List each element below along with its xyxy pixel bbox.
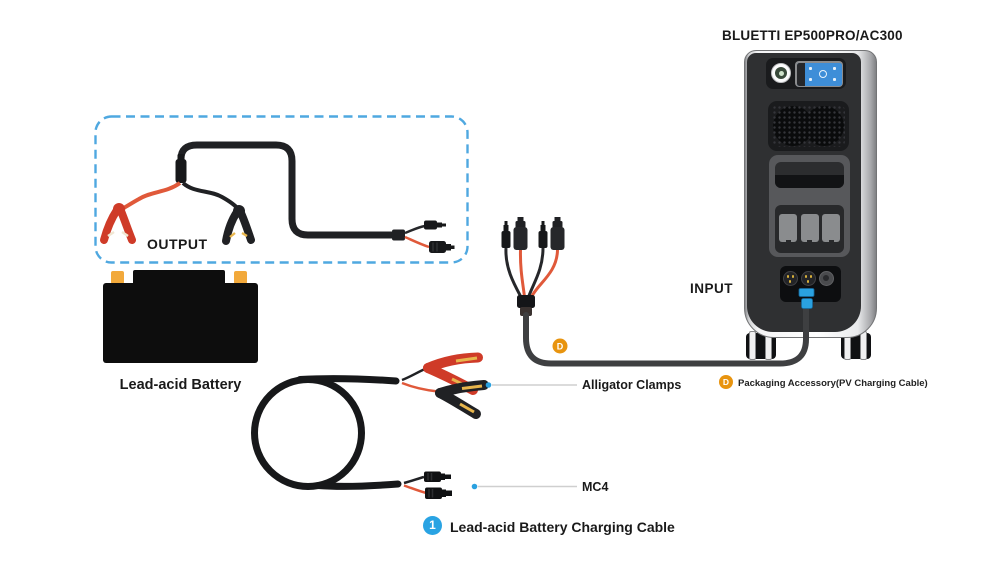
fan-circle <box>804 106 844 146</box>
battery-terminal-icon <box>111 271 124 284</box>
display-dot <box>832 77 836 81</box>
black-alligator-clamp-icon <box>435 380 489 419</box>
svg-text:D: D <box>557 342 564 352</box>
mc4-connector-icon <box>501 221 511 248</box>
mc4-connector-icon <box>513 217 528 250</box>
battery-label: Lead-acid Battery <box>119 377 242 393</box>
display-sidebar <box>796 62 805 86</box>
step-label: Lead-acid Battery Charging Cable <box>450 519 675 535</box>
black-alligator-clamp-icon <box>222 205 255 245</box>
battery-body <box>103 283 258 363</box>
product-title: BLUETTI EP500PRO/AC300 <box>722 28 903 43</box>
power-button-icon <box>771 63 791 83</box>
callout-dot-icon <box>471 483 478 490</box>
battery-terminal-icon <box>234 271 247 284</box>
d-badge-on-cable: D <box>552 338 568 354</box>
red-alligator-clamp-icon <box>423 352 483 395</box>
ac-outlet <box>800 214 819 243</box>
callout-dot-icon <box>485 382 492 388</box>
cable-junction <box>175 159 187 183</box>
ac-outlet <box>779 214 797 243</box>
callout-line-alligator-clamps <box>485 382 577 388</box>
callout-line-mc4 <box>471 483 577 490</box>
display-circle-icon <box>818 69 827 78</box>
accessory-note: Packaging Accessory(PV Charging Cable) <box>738 378 928 389</box>
mc4-connector-icon <box>429 241 455 253</box>
station-display <box>795 61 843 87</box>
cable-junction <box>517 295 535 308</box>
red-alligator-clamp-icon <box>100 203 136 244</box>
output-label: OUTPUT <box>147 236 208 252</box>
input-port-covered <box>819 271 834 286</box>
charging-cable-coil-art <box>251 352 489 499</box>
step-badge: 1 <box>423 516 442 535</box>
display-dot <box>808 77 812 81</box>
mc4-connector-icon <box>550 217 565 250</box>
ac-outlet <box>822 214 840 243</box>
input-port <box>801 271 816 286</box>
cable-coil <box>251 376 365 490</box>
mc4-label: MC4 <box>582 480 609 494</box>
display-dot <box>808 66 812 70</box>
fan-grille <box>768 101 849 151</box>
battery-top <box>133 270 225 285</box>
wheel-leg <box>749 331 756 360</box>
input-port <box>783 271 798 286</box>
display-screen <box>796 62 842 86</box>
display-dot <box>832 66 836 70</box>
mc4-connector-icon <box>424 471 451 482</box>
input-label: INPUT <box>690 281 733 296</box>
accessory-badge: D <box>719 375 733 389</box>
alligator-clamps-label: Alligator Clamps <box>582 378 682 392</box>
mc4-connector-icon <box>424 220 446 230</box>
mc4-connector-icon <box>425 487 452 499</box>
handle-slot-shadow <box>775 175 844 188</box>
fan-circle <box>773 106 813 146</box>
mc4-connector-icon <box>538 221 548 248</box>
wheel-leg <box>860 331 867 360</box>
